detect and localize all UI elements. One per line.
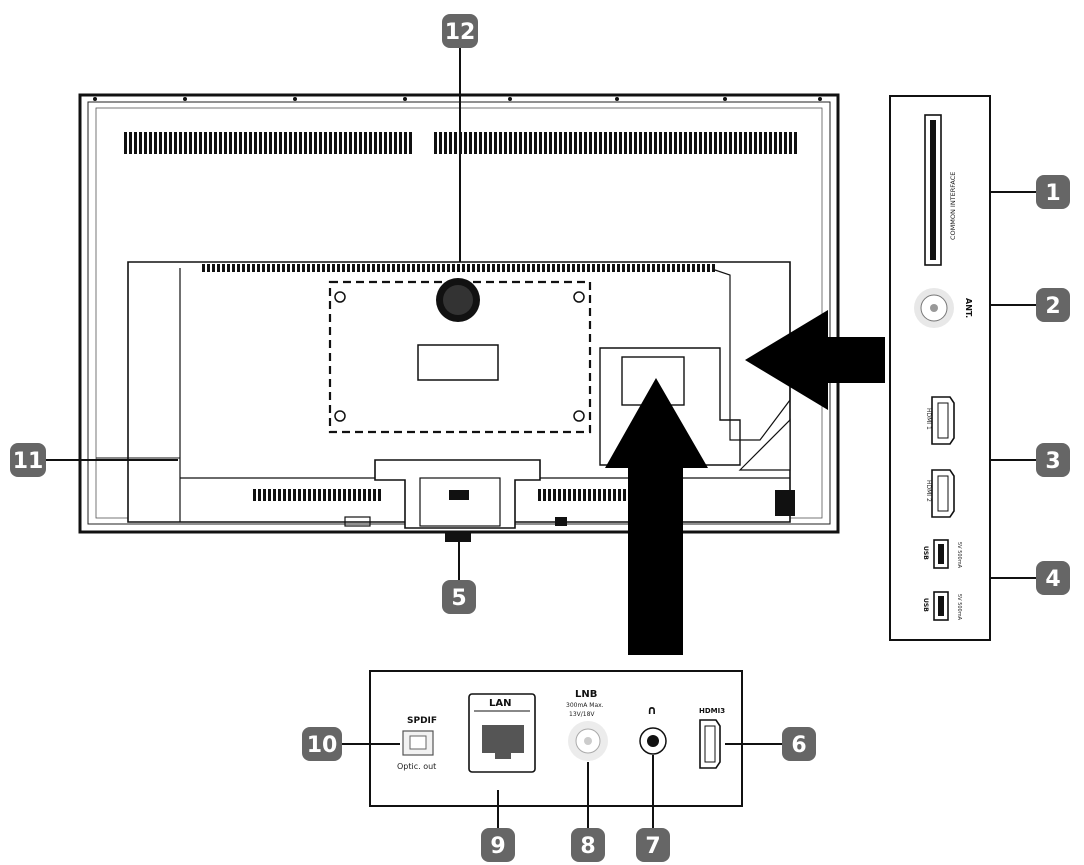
callout-8-number: 8 bbox=[580, 834, 595, 859]
callout-4-number: 4 bbox=[1045, 567, 1060, 592]
bottom-vent-grille-right bbox=[538, 489, 626, 501]
callout-6-number: 6 bbox=[791, 733, 806, 758]
spdif-label: SPDIF bbox=[407, 716, 437, 726]
side-connector-panel: COMMON INTERFACE ANT. HDMI 1 HDMI 2 USB … bbox=[889, 95, 991, 641]
lnb-spec-1: 300mA Max. bbox=[566, 702, 604, 709]
callout-badges: 12 1 2 3 4 11 5 10 bbox=[10, 14, 1070, 862]
callout-12-number: 12 bbox=[445, 20, 476, 45]
callout-6: 6 bbox=[782, 727, 816, 761]
callout-3-number: 3 bbox=[1045, 449, 1060, 474]
top-vent-grille bbox=[124, 132, 797, 154]
callout-12: 12 bbox=[442, 14, 478, 48]
callout-8: 8 bbox=[571, 828, 605, 862]
spdif-sub-label: Optic. out bbox=[397, 762, 436, 771]
hdmi2-label: HDMI 2 bbox=[925, 480, 932, 502]
callout-5: 5 bbox=[442, 580, 476, 614]
stand-bracket bbox=[344, 459, 567, 542]
usb1-port: USB 5V 500mA bbox=[922, 539, 962, 569]
callout-2: 2 bbox=[1036, 288, 1070, 322]
leader-lines bbox=[46, 48, 1038, 830]
callout-9-number: 9 bbox=[490, 834, 505, 859]
callout-3: 3 bbox=[1036, 443, 1070, 477]
lnb-socket: LNB 300mA Max. 13V/18V bbox=[566, 689, 608, 761]
callout-11-number: 11 bbox=[13, 449, 44, 474]
slot-label: COMMON INTERFACE bbox=[949, 172, 957, 240]
callout-11: 11 bbox=[10, 443, 46, 477]
bottom-vent-grille-left bbox=[253, 489, 381, 501]
common-interface-slot: COMMON INTERFACE bbox=[924, 114, 957, 266]
usb2-label: USB bbox=[922, 598, 929, 612]
callout-9: 9 bbox=[481, 828, 515, 862]
usb1-spec: 5V 500mA bbox=[956, 542, 962, 569]
callout-7: 7 bbox=[636, 828, 670, 862]
antenna-socket: ANT. bbox=[914, 288, 973, 328]
callout-2-number: 2 bbox=[1045, 294, 1060, 319]
callout-10: 10 bbox=[302, 727, 342, 761]
hdmi3-port: HDMI3 bbox=[699, 707, 725, 769]
lan-label: LAN bbox=[489, 698, 511, 709]
usb2-port: USB 5V 500mA bbox=[922, 591, 962, 621]
spdif-port: SPDIF Optic. out bbox=[397, 716, 437, 771]
hdmi1-label: HDMI 1 bbox=[925, 408, 932, 430]
lan-port: LAN bbox=[468, 693, 536, 773]
middle-vent-grille bbox=[202, 264, 715, 272]
lnb-spec-2: 13V/18V bbox=[569, 711, 595, 718]
hdmi3-label: HDMI3 bbox=[699, 707, 725, 715]
callout-1-number: 1 bbox=[1045, 181, 1060, 206]
usb2-spec: 5V 500mA bbox=[956, 594, 962, 621]
hdmi2-port: HDMI 2 bbox=[925, 469, 955, 518]
antenna-label: ANT. bbox=[964, 298, 973, 318]
callout-5-number: 5 bbox=[451, 586, 466, 611]
arrow-to-side-panel bbox=[745, 310, 885, 410]
bottom-connector-panel: SPDIF Optic. out LAN LNB 300mA Max. 13V/… bbox=[369, 670, 743, 807]
hdmi1-port: HDMI 1 bbox=[925, 396, 955, 445]
callout-7-number: 7 bbox=[645, 834, 660, 859]
vesa-mount-area bbox=[328, 278, 592, 434]
arrow-to-bottom-panel bbox=[605, 378, 708, 655]
usb1-label: USB bbox=[922, 546, 929, 560]
callout-1: 1 bbox=[1036, 175, 1070, 209]
lnb-label: LNB bbox=[575, 689, 597, 700]
callout-10-number: 10 bbox=[307, 733, 338, 758]
callout-4: 4 bbox=[1036, 561, 1070, 595]
headphone-icon: ∩ bbox=[647, 703, 657, 717]
headphone-jack: ∩ bbox=[639, 703, 667, 755]
